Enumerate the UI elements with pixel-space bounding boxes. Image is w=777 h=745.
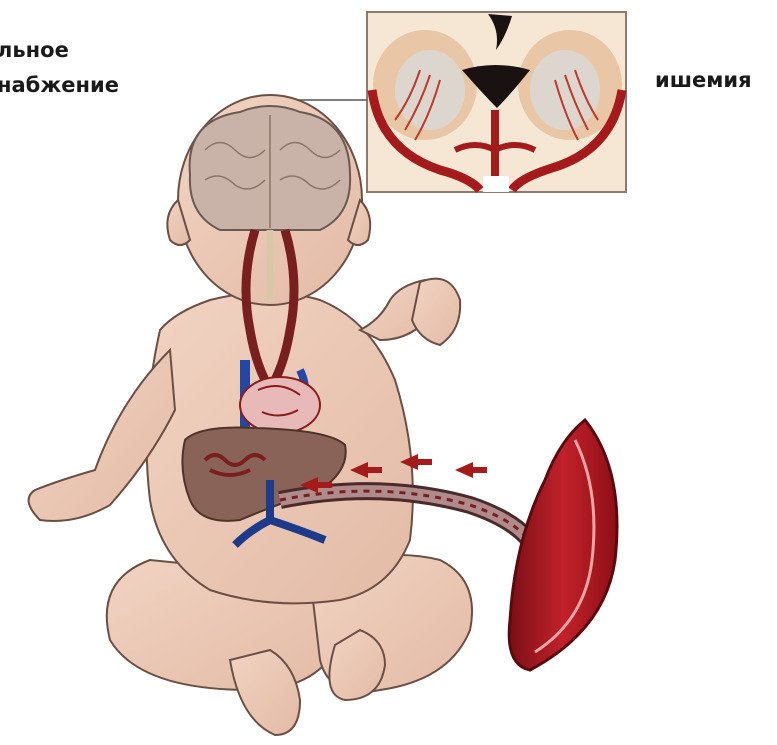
ischemia-label: ишемия — [655, 65, 752, 95]
left-label-line2: набжение — [0, 70, 119, 100]
left-label-line1: льное — [0, 35, 69, 65]
placenta — [509, 420, 617, 670]
brain — [190, 106, 351, 230]
brain-section-inset — [367, 12, 626, 192]
